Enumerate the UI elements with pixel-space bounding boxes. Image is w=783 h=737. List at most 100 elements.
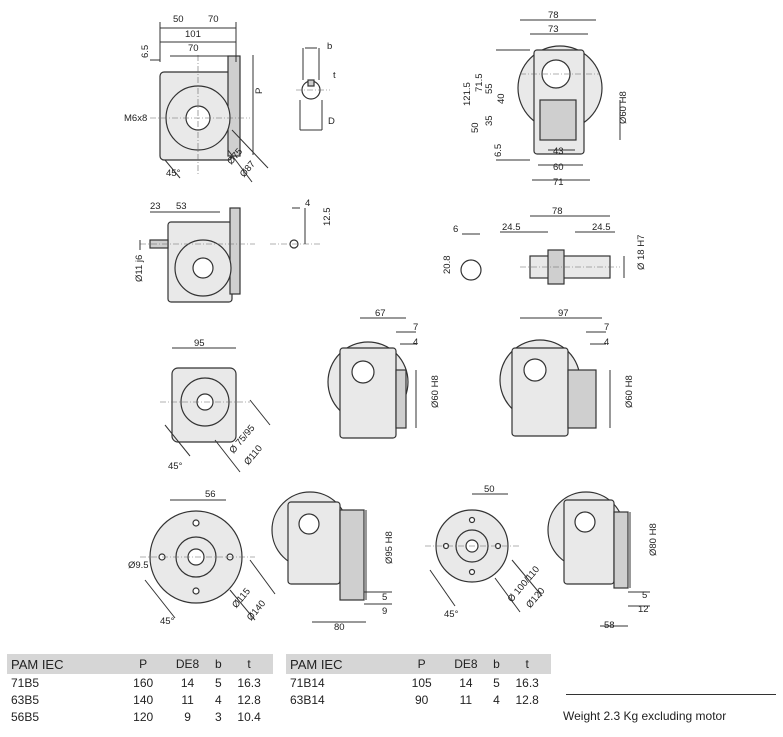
- view-round-flange-b14: 50 Ø 100/110 Ø120 45°: [425, 484, 547, 620]
- dim-24-5-b: 24.5: [592, 222, 611, 233]
- cell-model: 56B5: [11, 709, 40, 724]
- col-pam-iec: PAM IEC: [7, 654, 123, 674]
- dim-20-8: 20.8: [442, 256, 453, 275]
- dim-4: 4: [305, 198, 310, 209]
- dim-d87: Ø87: [238, 159, 258, 180]
- cell-p: 120: [133, 709, 154, 724]
- dim-60: 60: [553, 162, 564, 173]
- cell-b: 5: [493, 675, 500, 690]
- dim-d115: Ø115: [230, 586, 253, 610]
- dim-4-b: 4: [413, 337, 418, 348]
- col-b: b: [211, 654, 226, 674]
- dim-6: 6: [453, 224, 458, 235]
- dim-95: 95: [194, 338, 205, 349]
- cell-de8: 14: [180, 675, 195, 690]
- view-flange-c: 97 7 4 Ø60 H8: [499, 308, 635, 437]
- dim-35: 35: [484, 115, 495, 126]
- dim-67: 67: [375, 308, 386, 319]
- dim-P: P: [254, 88, 265, 94]
- dim-121-5: 121.5: [462, 82, 473, 106]
- col-t: t: [503, 654, 551, 674]
- view-small-key: 4 12.5: [270, 198, 333, 249]
- cell-t: 12.8: [515, 692, 539, 707]
- dim-d60-h8: Ø60 H8: [618, 91, 629, 124]
- table-row: 71B5 160 14 5 16.3: [7, 674, 273, 691]
- view-hollow-shaft: 78 24.5 24.5 6 20.8 Ø 18 H7: [442, 206, 647, 285]
- dim-45: 45°: [166, 168, 181, 179]
- col-pam-iec: PAM IEC: [286, 654, 402, 674]
- view-flange-b: 67 7 4 Ø60 H8: [327, 308, 441, 439]
- dim-9-bm: 9: [382, 606, 387, 617]
- view-front-top-left: 50 70 101 70 6.5 P M6x8 Ø75 Ø87 45°: [124, 14, 269, 183]
- cell-p: 90: [414, 692, 429, 707]
- dim-7-c: 7: [604, 322, 609, 333]
- cell-de8: 11: [181, 692, 194, 707]
- cell-t: 16.3: [237, 675, 261, 690]
- view-shaft-key: b t D: [296, 41, 336, 131]
- cell-t: 16.3: [515, 675, 539, 690]
- view-gearbox-b14: Ø80 H8 5 12 58: [547, 491, 659, 631]
- dim-71-5: 71.5: [474, 74, 485, 93]
- dim-7: 7: [413, 322, 418, 333]
- cell-b: 5: [214, 675, 222, 690]
- dim-d11-j6: Ø11 j6: [134, 255, 145, 282]
- dim-4-c: 4: [604, 337, 609, 348]
- dim-d60-h8-c: Ø60 H8: [624, 375, 635, 408]
- cell-b: 4: [493, 692, 500, 707]
- cell-b: 3: [214, 709, 222, 724]
- dim-d95-h8: Ø95 H8: [384, 531, 395, 564]
- dim-d60-h8-b: Ø60 H8: [430, 375, 441, 408]
- col-p: P: [401, 654, 443, 674]
- cell-b: 4: [214, 692, 222, 707]
- col-de8: DE8: [163, 654, 212, 674]
- cell-de8: 11: [459, 692, 473, 707]
- view-input-shaft: 23 53 Ø11 j6: [134, 201, 255, 303]
- weight-divider: [566, 694, 776, 695]
- view-flange-square: 95 Ø 75/95 Ø110 45°: [160, 338, 271, 473]
- dim-6-5: 6.5: [140, 45, 151, 58]
- table-row: 56B5 120 9 3 10.4: [7, 708, 273, 725]
- cell-de8: 9: [184, 709, 191, 724]
- table-row: 71B14 105 14 5 16.3: [286, 674, 551, 691]
- table-row: 63B5 140 11 4 12.8: [7, 691, 273, 708]
- view-round-flange-b5: 56 Ø9.5 Ø115 Ø140 45°: [128, 489, 276, 627]
- weight-note: Weight 2.3 Kg excluding motor: [563, 709, 727, 723]
- technical-drawing: 50 70 101 70 6.5 P M6x8 Ø75 Ø87 45° b t …: [124, 10, 659, 633]
- dim-d120: Ø120: [524, 586, 547, 611]
- dim-45-bl: 45°: [160, 616, 175, 627]
- dim-70b: 70: [188, 43, 199, 54]
- dim-d9-5: Ø9.5: [128, 560, 149, 571]
- cell-de8: 14: [459, 675, 473, 690]
- dim-b: b: [327, 41, 332, 52]
- dim-M6x8: M6x8: [124, 113, 147, 124]
- dim-40: 40: [496, 93, 507, 104]
- cell-p: 160: [133, 675, 154, 690]
- dim-d80-h8: Ø80 H8: [648, 523, 659, 556]
- dim-23: 23: [150, 201, 161, 212]
- dim-53: 53: [176, 201, 187, 212]
- cell-p: 105: [411, 675, 432, 690]
- dim-78: 78: [548, 10, 559, 21]
- dim-d18-h7: Ø 18 H7: [636, 235, 647, 270]
- cell-model: 71B14: [290, 675, 325, 690]
- dim-73: 73: [548, 24, 559, 35]
- pam-iec-table-b5: PAM IEC P DE8 b t 71B5 160 14 5 16.3 63B…: [7, 654, 273, 725]
- dim-97: 97: [558, 308, 569, 319]
- col-t: t: [225, 654, 273, 674]
- view-side-top-right: 78 73 121.5 71.5 55 40 35 50 6.5 Ø60 H8 …: [462, 10, 629, 188]
- cell-p: 140: [133, 692, 154, 707]
- view-gearbox-b5: Ø95 H8 5 9 80: [271, 491, 395, 633]
- dim-78-shaft: 78: [552, 206, 563, 217]
- col-p: P: [122, 654, 164, 674]
- dim-d110: Ø110: [242, 443, 265, 467]
- cell-model: 71B5: [11, 675, 40, 690]
- dim-80: 80: [334, 622, 345, 633]
- cell-model: 63B14: [290, 692, 325, 707]
- cell-t: 12.8: [237, 692, 261, 707]
- motor-flange: [227, 55, 241, 157]
- dim-t: t: [333, 70, 336, 81]
- dim-5-br: 5: [642, 590, 647, 601]
- dim-71: 71: [553, 177, 564, 188]
- dim-D: D: [328, 116, 335, 127]
- dim-45-a: 45°: [168, 461, 183, 472]
